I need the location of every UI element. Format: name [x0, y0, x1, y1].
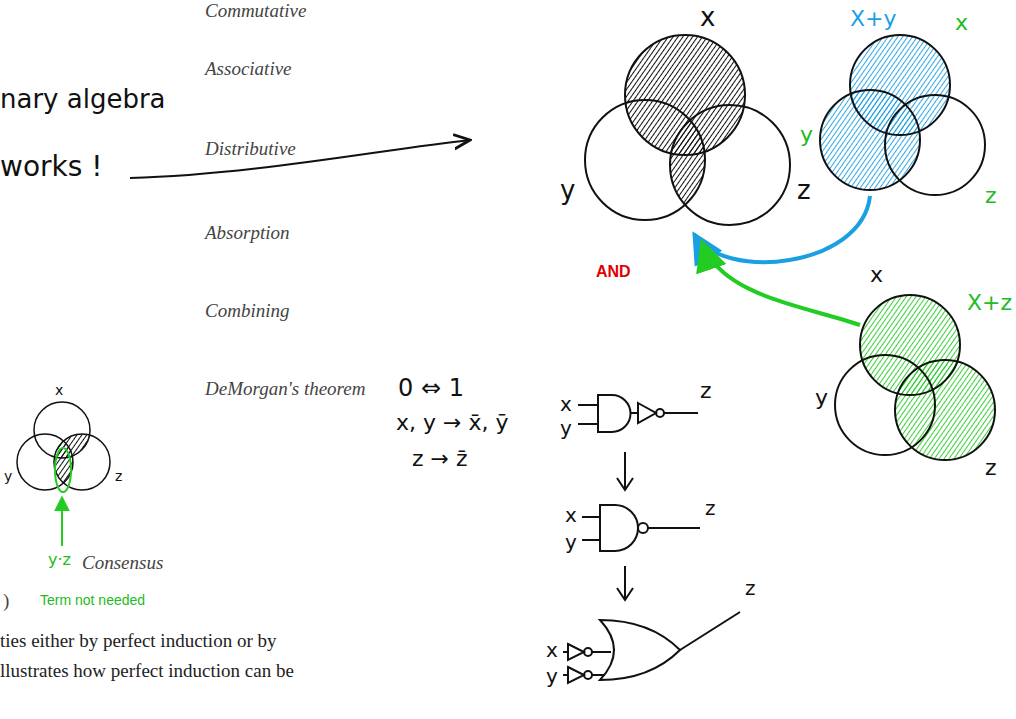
printed-text: Commutative: [205, 0, 306, 23]
handwritten-note: z: [985, 455, 997, 481]
handwritten-note: y·z: [48, 550, 71, 569]
printed-text: Combining: [205, 300, 289, 323]
printed-text: Associative: [205, 58, 292, 81]
handwritten-note: y: [4, 468, 12, 485]
handwritten-note: 0 ⇔ 1: [398, 374, 464, 403]
venn-diagram: [835, 295, 995, 460]
green-arrow: [61, 497, 63, 546]
handwritten-note: x: [546, 638, 558, 662]
handwritten-note: z: [745, 576, 756, 600]
handwritten-note: z: [985, 183, 997, 209]
handwritten-note: z: [700, 378, 712, 404]
handwritten-note: z: [115, 468, 122, 485]
handwritten-note: x: [55, 382, 63, 399]
handwritten-note: x, y → x̄, ȳ: [396, 410, 508, 436]
printed-text: Consensus: [82, 552, 163, 575]
handwritten-note: works !: [0, 150, 102, 184]
annotation-text: Term not needed: [40, 592, 145, 609]
pointer-arrow: [130, 140, 470, 178]
handwritten-note: y: [565, 530, 577, 554]
printed-text: ties either by perfect induction or by: [0, 630, 276, 653]
handwritten-note: y: [560, 175, 575, 206]
down-arrow: [617, 452, 633, 490]
annotation-text: AND: [596, 262, 631, 281]
handwritten-note: z: [797, 175, 811, 206]
green-arrow: [702, 242, 860, 325]
logic-gate: [582, 505, 700, 551]
down-arrow: [617, 566, 633, 600]
handwritten-note: nary algebra: [0, 84, 166, 115]
handwritten-note: y: [815, 385, 828, 411]
blue-arrow: [694, 196, 870, 262]
venn-diagram: [17, 402, 110, 492]
printed-text: Absorption: [205, 222, 289, 245]
handwritten-note: x: [560, 392, 572, 416]
handwritten-note: X+z: [967, 290, 1012, 316]
handwritten-note: x: [565, 503, 577, 527]
printed-text: llustrates how perfect induction can be: [0, 660, 294, 683]
handwritten-note: z: [705, 496, 716, 520]
handwritten-note: x: [955, 10, 968, 36]
venn-diagram: [820, 35, 985, 195]
printed-text: DeMorgan's theorem: [205, 378, 365, 401]
handwritten-note: X+y: [850, 6, 897, 32]
venn-diagram: [585, 35, 790, 225]
printed-text: ): [3, 590, 9, 613]
handwritten-note: z → z̄: [412, 446, 468, 472]
handwritten-note: x: [700, 2, 715, 33]
handwritten-note: x: [870, 262, 883, 288]
printed-text: Distributive: [205, 138, 296, 161]
logic-gate: [578, 395, 698, 432]
handwritten-note: y: [560, 416, 572, 440]
handwritten-note: y: [546, 664, 558, 688]
logic-gate: [563, 612, 740, 683]
handwritten-note: y: [800, 122, 813, 148]
